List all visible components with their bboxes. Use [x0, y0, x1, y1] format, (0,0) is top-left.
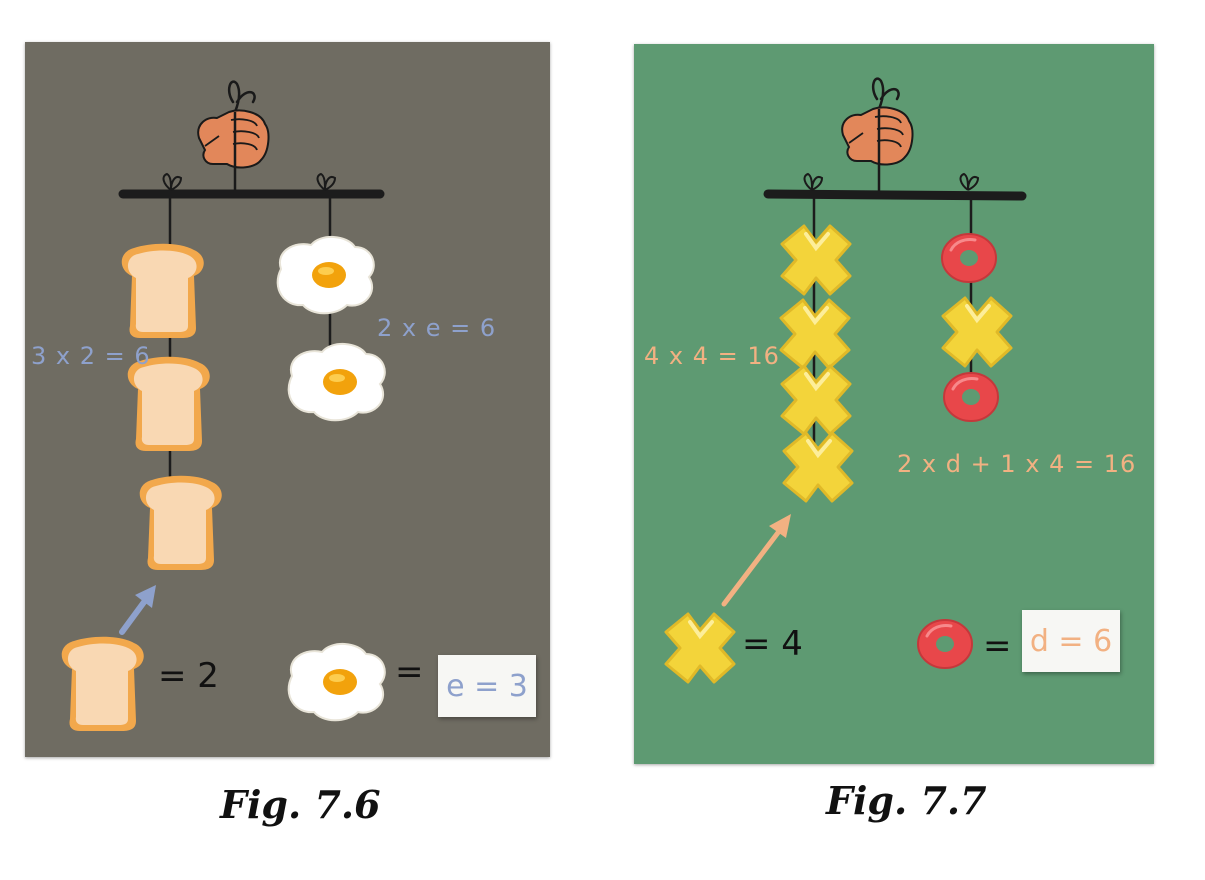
arrow-line [721, 527, 783, 607]
answer-card: e = 3 [438, 655, 536, 717]
figure-caption: Fig. 7.6 [220, 782, 381, 827]
toast-value: = 2 [158, 656, 219, 696]
knot-icon [162, 173, 182, 191]
cross-icon [780, 364, 852, 436]
cross-icon [664, 612, 736, 684]
toast-icon [121, 243, 204, 338]
fried-egg-icon [287, 642, 386, 722]
arrow-head-icon [135, 585, 156, 608]
figure-caption: Fig. 7.7 [826, 778, 987, 823]
cross-icon [782, 431, 854, 503]
ring-equals: = [983, 626, 1012, 666]
toast-icon [139, 475, 222, 570]
arrow-head-icon [769, 514, 791, 538]
figure-7-6-mobile [61, 80, 386, 731]
knot-icon [959, 173, 979, 191]
left-equation: 4 x 4 = 16 [644, 342, 780, 370]
figure-7-6-panel: 3 x 2 = 6 2 x e = 6 = 2 = e = 3 [25, 42, 550, 757]
figure-7-7-mobile [664, 77, 1027, 684]
right-equation: 2 x d + 1 x 4 = 16 [897, 450, 1137, 478]
toast-icon [61, 636, 144, 731]
right-equation: 2 x e = 6 [377, 314, 497, 342]
toast-icon [127, 356, 210, 451]
arrow-line [119, 595, 150, 635]
ring-icon [940, 232, 998, 284]
figure-7-7-panel: 4 x 4 = 16 2 x d + 1 x 4 = 16 = 4 = d = … [634, 44, 1154, 764]
fried-egg-icon [276, 235, 375, 315]
cross-icon [941, 296, 1013, 368]
fried-egg-icon [287, 342, 386, 422]
ring-icon [942, 371, 1000, 423]
balance-bar [763, 189, 1027, 201]
egg-equals: = [395, 652, 424, 692]
cross-value: = 4 [742, 624, 803, 664]
cross-icon [780, 224, 852, 296]
hand-icon [196, 80, 270, 198]
ring-icon [916, 618, 974, 670]
hand-icon [840, 77, 914, 195]
knot-icon [803, 173, 823, 191]
left-equation: 3 x 2 = 6 [31, 342, 151, 370]
answer-card: d = 6 [1022, 610, 1120, 672]
knot-icon [316, 173, 336, 191]
